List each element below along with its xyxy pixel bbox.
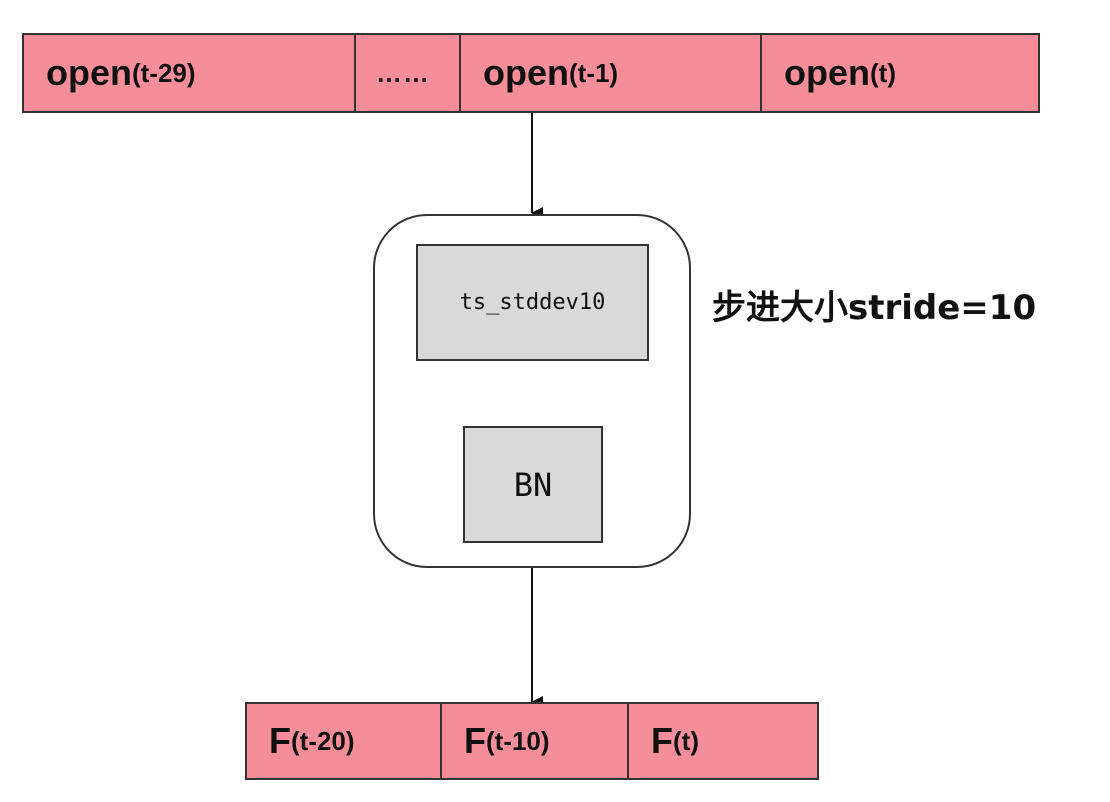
input-cell-sub-text: (t-29) (132, 57, 196, 88)
output-cell-sub-text: (t-10) (486, 725, 550, 756)
ts-stddev-label: ts_stddev10 (459, 290, 606, 315)
input-cell-main-text: open (784, 52, 870, 93)
input-cell-open-t-1: open(t-1) (459, 33, 762, 113)
input-ellipsis-text: …… (376, 57, 430, 88)
input-cell-sub-text: (t) (870, 57, 896, 88)
ts-stddev-block: ts_stddev10 (416, 244, 649, 361)
output-cell-sub-text: (t-20) (291, 725, 355, 756)
output-cell-main-text: F (464, 720, 486, 761)
stride-label: 步进大小stride=10 (712, 288, 1037, 328)
input-cell-main-text: open (46, 52, 132, 93)
input-cell-main-text: open (483, 52, 569, 93)
bn-label: BN (513, 465, 553, 504)
output-cell-sub-text: (t) (673, 725, 699, 756)
output-cell-main-text: F (269, 720, 291, 761)
input-cell-sub-text: (t-1) (569, 57, 619, 88)
bn-block: BN (463, 426, 603, 543)
output-cell-main-text: F (651, 720, 673, 761)
input-cell-open-t: open(t) (760, 33, 1040, 113)
output-cell-f-t: F(t) (627, 702, 819, 780)
input-cell-open-t-29: open(t-29) (22, 33, 356, 113)
output-cell-f-t-20: F(t-20) (245, 702, 442, 780)
output-cell-f-t-10: F(t-10) (440, 702, 629, 780)
